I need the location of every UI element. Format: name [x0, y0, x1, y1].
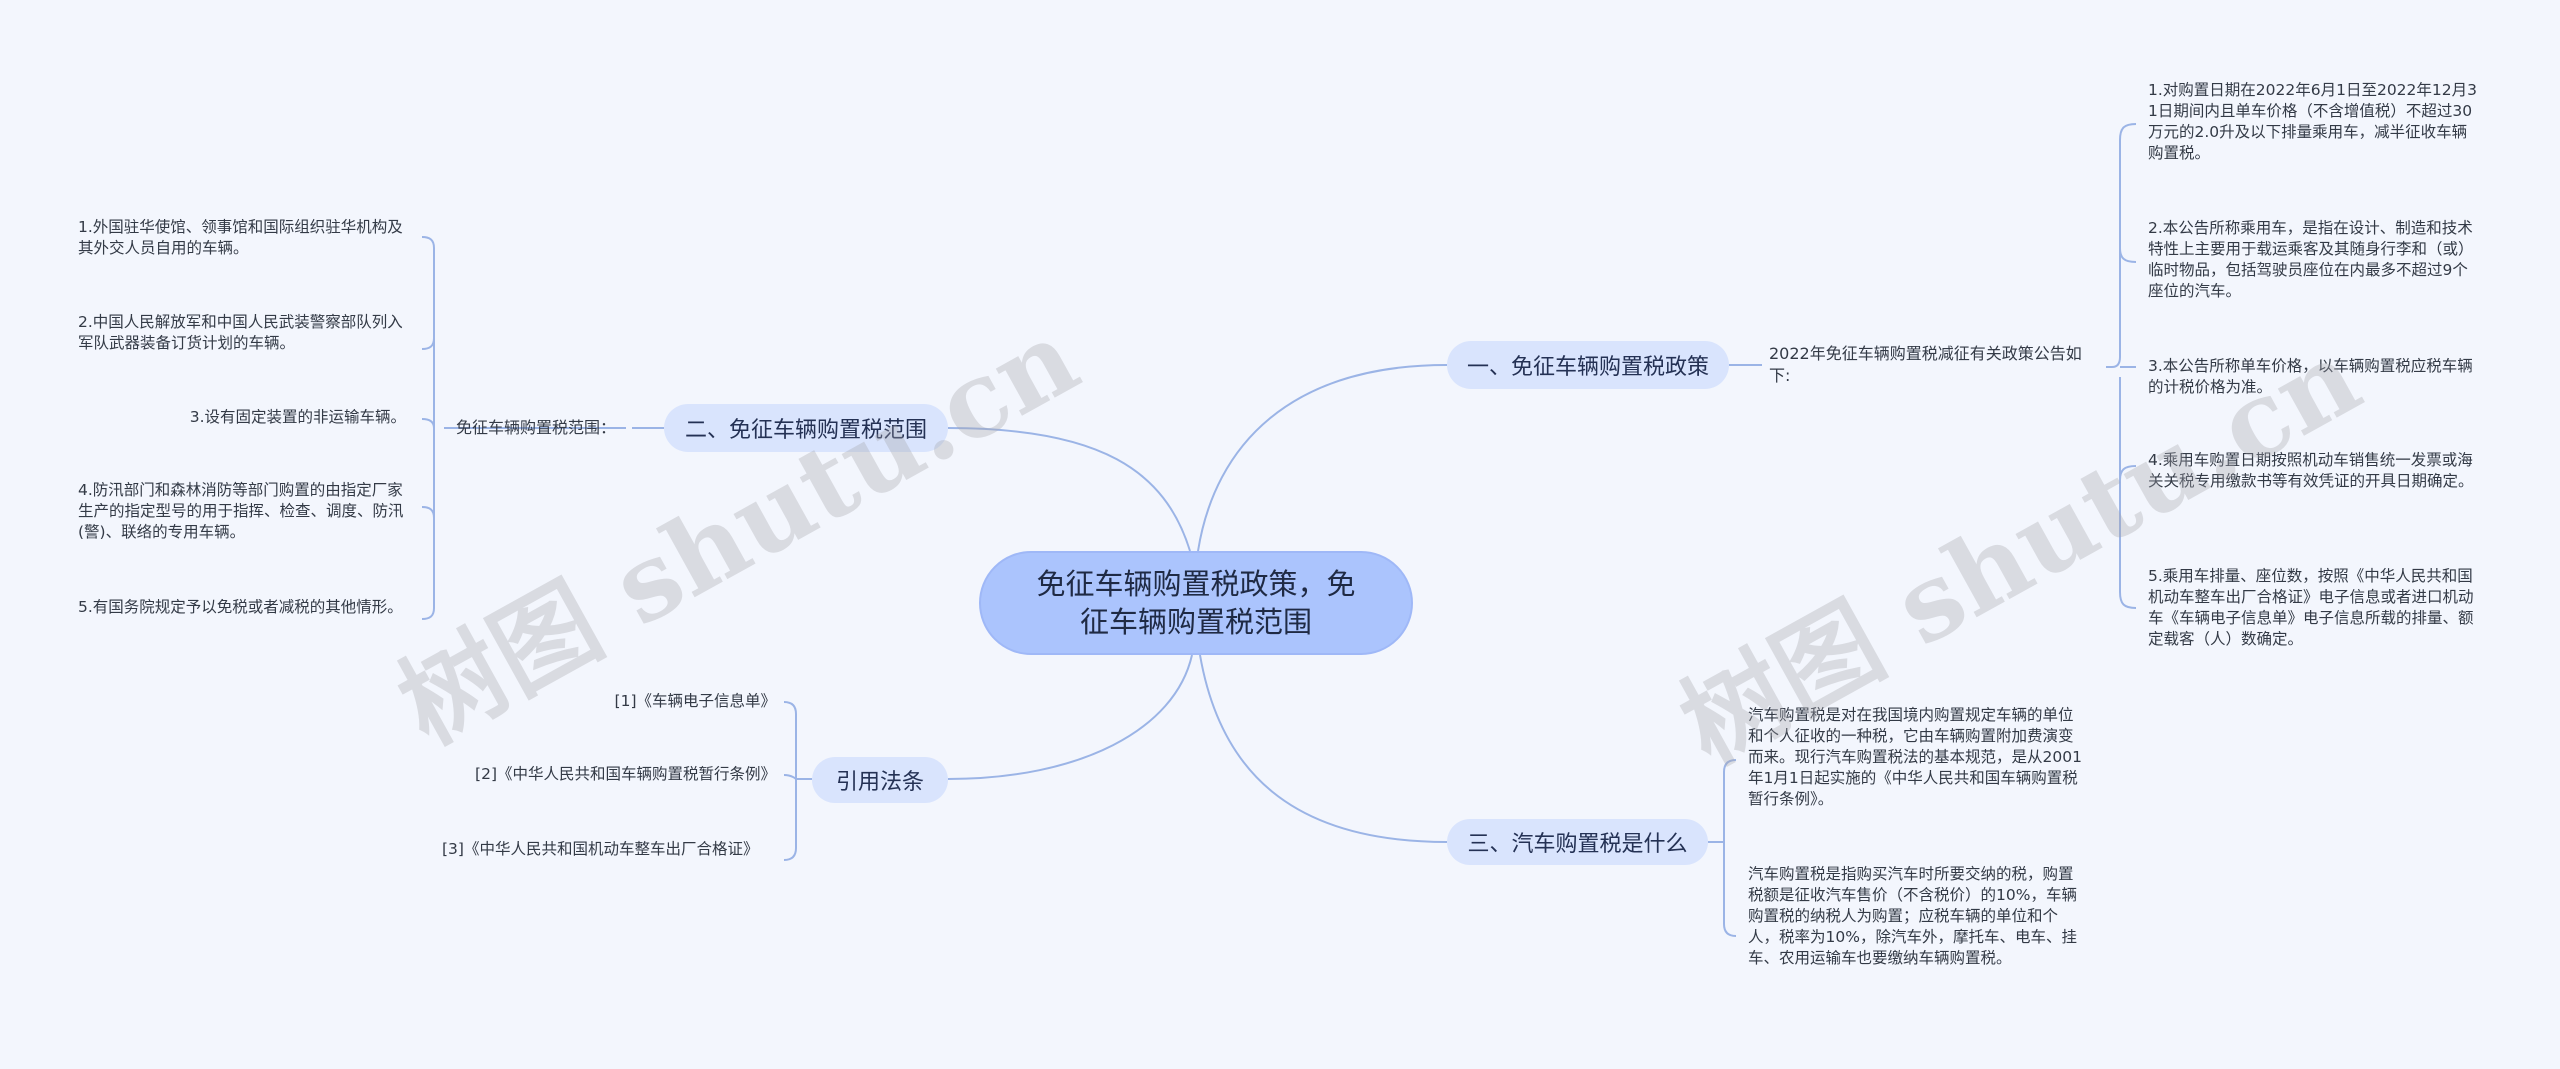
bracket-refs — [783, 701, 812, 861]
what-item-1: 汽车购置税是对在我国境内购置规定车辆的单位和个人征收的一种税，它由车辆购置附加费… — [1748, 706, 2082, 808]
policy-intro: 2022年免征车辆购置税减征有关政策公告如下: — [1769, 344, 2082, 385]
branch-what-label: 三、汽车购置税是什么 — [1467, 832, 1688, 857]
policy-item-2: 2.本公告所称乘用车，是指在设计、制造和技术特性上主要用于载运乘客及其随身行李和… — [2148, 219, 2474, 300]
scope-item-3: 3.设有固定装置的非运输车辆。 — [189, 408, 406, 426]
policy-item-4: 4.乘用车购置日期按照机动车销售统一发票或海关关税专用缴款书等有效凭证的开具日期… — [2148, 451, 2474, 490]
scope-item-1: 1.外国驻华使馆、领事馆和国际组织驻华机构及其外交人员自用的车辆。 — [78, 218, 403, 257]
bracket-what — [1708, 759, 1737, 937]
bracket-scope — [421, 236, 626, 620]
bracket-policy — [2106, 123, 2137, 609]
scope-item-4: 4.防汛部门和森林消防等部门购置的由指定厂家生产的指定型号的用于指挥、检查、调度… — [78, 481, 404, 541]
policy-item-5: 5.乘用车排量、座位数，按照《中华人民共和国机动车整车出厂合格证》电子信息或者进… — [2148, 567, 2474, 648]
branch-scope[interactable]: 二、免征车辆购置税范围 — [664, 404, 948, 452]
branch-policy-label: 一、免征车辆购置税政策 — [1466, 355, 1709, 380]
policy-item-1: 1.对购置日期在2022年6月1日至2022年12月31日期间内且单车价格（不含… — [2148, 81, 2477, 162]
policy-item-3: 3.本公告所称单车价格，以车辆购置税应税车辆的计税价格为准。 — [2148, 357, 2473, 396]
branch-scope-label: 二、免征车辆购置税范围 — [684, 418, 927, 443]
branch-what[interactable]: 三、汽车购置税是什么 — [1447, 819, 1708, 865]
ref-item-1: [1]《车辆电子信息单》 — [614, 692, 776, 710]
ref-item-3: [3]《中华人民共和国机动车整车出厂合格证》 — [442, 840, 759, 858]
ref-item-2: [2]《中华人民共和国车辆购置税暂行条例》 — [475, 765, 776, 783]
connector-root-policy — [1197, 364, 1448, 552]
connector-root-scope — [947, 427, 1191, 552]
root-label: 免征车辆购置税政策，免征车辆购置税范围 — [1036, 567, 1356, 639]
root-node[interactable]: 免征车辆购置税政策，免征车辆购置税范围 — [979, 551, 1413, 655]
branch-policy[interactable]: 一、免征车辆购置税政策 — [1447, 341, 1729, 389]
connector-root-what — [1199, 654, 1448, 843]
branch-refs[interactable]: 引用法条 — [812, 757, 948, 803]
scope-item-2: 2.中国人民解放军和中国人民武装警察部队列入军队武器装备订货计划的车辆。 — [78, 313, 403, 352]
scope-item-5: 5.有国务院规定予以免税或者减税的其他情形。 — [78, 598, 403, 616]
connector-root-refs — [947, 654, 1193, 780]
branch-refs-label: 引用法条 — [835, 770, 924, 795]
scope-intro: 免征车辆购置税范围： — [456, 418, 617, 437]
what-item-2: 汽车购置税是指购买汽车时所要交纳的税，购置税额是征收汽车售价（不含税价）的10%… — [1748, 865, 2077, 967]
